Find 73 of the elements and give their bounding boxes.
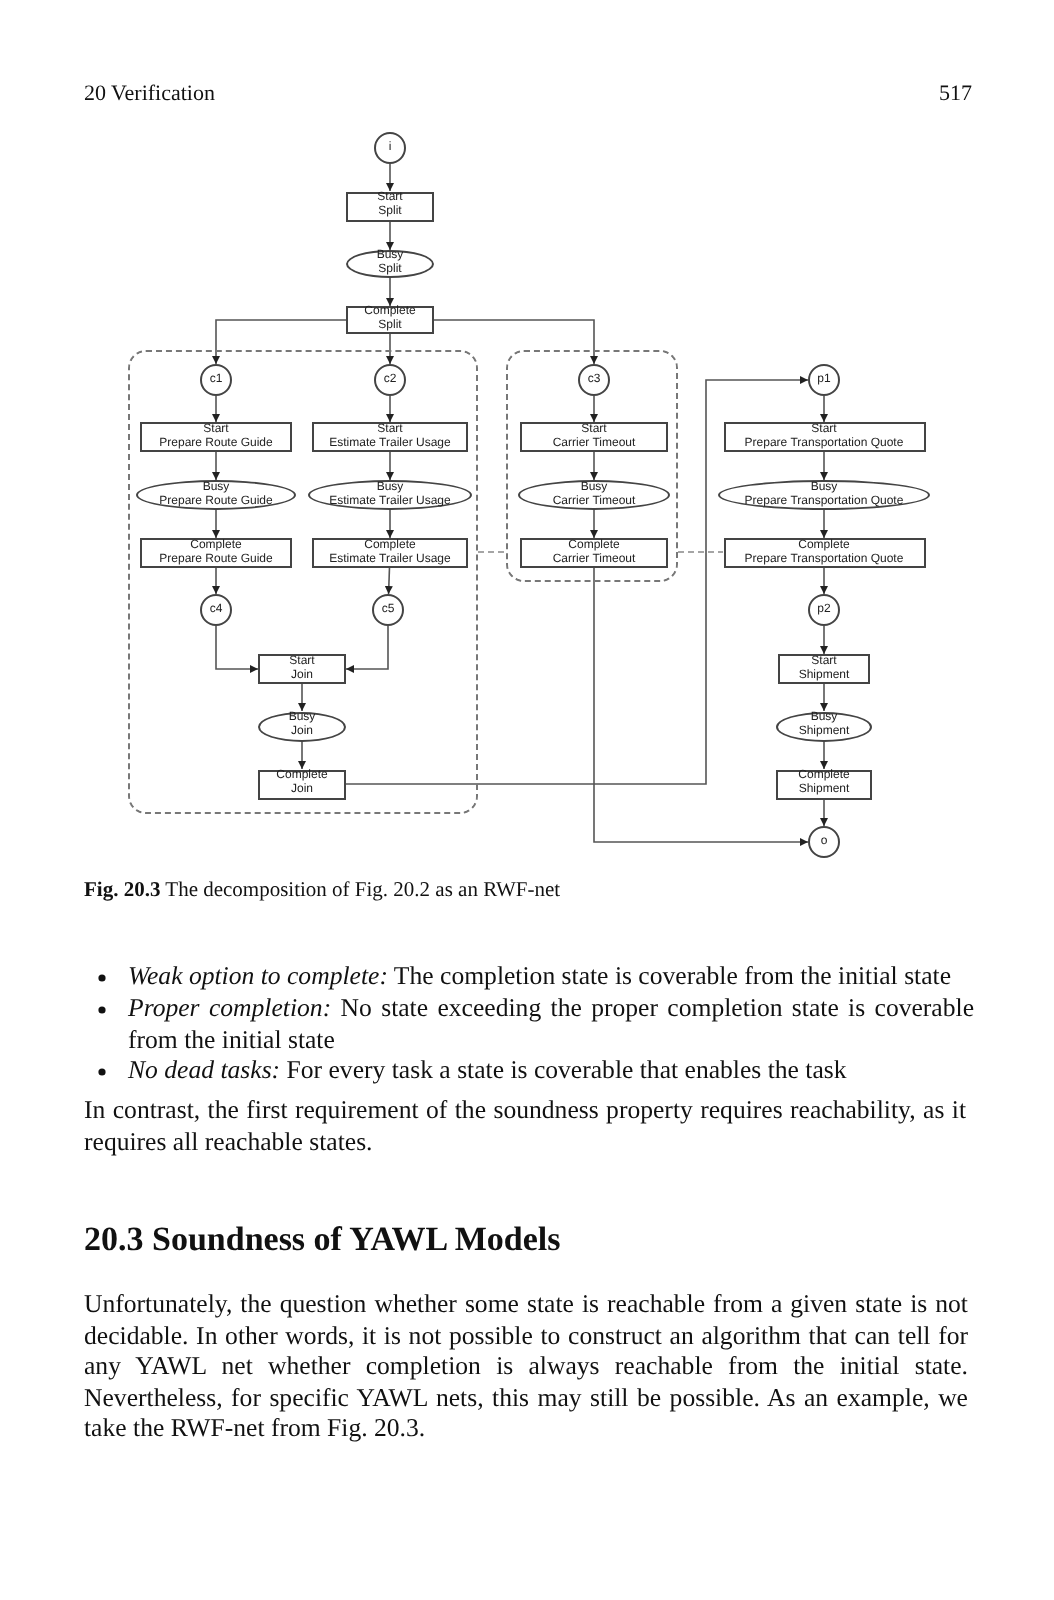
busy-state-ellipse [258, 711, 346, 741]
section-heading: 20.3 Soundness of YAWL Models [84, 1224, 563, 1256]
arrow [386, 163, 394, 192]
arrow [212, 509, 220, 539]
place-circle [808, 826, 840, 858]
place-circle [578, 364, 610, 396]
arrow [345, 625, 389, 673]
arrow [386, 451, 394, 481]
arrow [820, 798, 828, 827]
busy-state-ellipse [346, 250, 434, 278]
place-circle [808, 594, 840, 626]
busy-state-ellipse [776, 711, 872, 741]
arrow [386, 220, 394, 251]
place-circle [374, 364, 406, 396]
transition-box [258, 769, 346, 799]
arrow [212, 395, 220, 423]
transition-box [776, 769, 872, 799]
arrow [820, 451, 828, 481]
arrow [345, 376, 809, 785]
arrow [820, 740, 828, 770]
bullet-text: Proper completion: No state exceeding the proper completion state is coverable from the initial state [128, 994, 974, 1057]
transition-box [312, 538, 468, 568]
arrow [298, 683, 306, 712]
transition-box [258, 654, 346, 684]
arrow [590, 509, 598, 539]
arrow [298, 740, 306, 770]
transition-box [312, 422, 468, 452]
arrow [386, 395, 394, 423]
transition-box [140, 422, 292, 452]
cancellation-link [477, 551, 507, 553]
arrow [590, 451, 598, 481]
arrow [820, 567, 828, 595]
arrow [386, 509, 394, 539]
page-number: 517 [937, 80, 972, 110]
arrow [386, 277, 394, 307]
cancellation-region [506, 350, 678, 582]
place-circle [808, 364, 840, 396]
arrow [820, 509, 828, 539]
arrow [820, 625, 828, 655]
cancellation-link [677, 551, 724, 553]
paragraph: Unfortunately, the question whether some state is reachable from a given state is not decidable. In other words, it is not possible to construct an algorithm that can tell for any YAWL net whether completion is always reachable from the initial state. Nevertheless, for specific YAWL nets, this may still be possible. As an example, we take the RWF-net from Fig. 20.3. [84, 1290, 968, 1446]
transition-box [520, 422, 668, 452]
cancellation-region [128, 350, 478, 814]
figure-caption: Fig. 20.3 The decomposition of Fig. 20.2 as an RWF-net [84, 878, 561, 906]
bullet-text: No dead tasks: For every task a state is coverable that enables the task [128, 1056, 849, 1088]
arrow [386, 333, 394, 365]
place-circle [374, 132, 406, 164]
arrow [590, 395, 598, 423]
transition-box [778, 654, 870, 684]
place-circle [200, 594, 232, 626]
arrow [593, 567, 809, 846]
arrow [433, 319, 598, 365]
place-circle [200, 364, 232, 396]
arrow [384, 567, 393, 595]
transition-box [346, 306, 434, 334]
arrow [820, 395, 828, 423]
busy-state-ellipse [308, 480, 472, 510]
transition-box [723, 538, 925, 568]
bullet-text: Weak option to complete: The completion state is coverable from the initial state [128, 962, 954, 994]
arrow [212, 567, 220, 595]
arrow [215, 625, 259, 673]
arrow [212, 451, 220, 481]
transition-box [723, 422, 925, 452]
transition-box [140, 538, 292, 568]
arrow [212, 319, 347, 365]
busy-state-ellipse [518, 480, 670, 510]
transition-box [346, 191, 434, 221]
transition-box [520, 538, 668, 568]
place-circle [372, 594, 404, 626]
page-header: 20 Verification [84, 80, 217, 110]
busy-state-ellipse [136, 480, 296, 510]
paragraph: In contrast, the first requirement of the soundness property requires reachability, as it requires all reachable states. [84, 1096, 966, 1159]
arrow [820, 683, 828, 712]
